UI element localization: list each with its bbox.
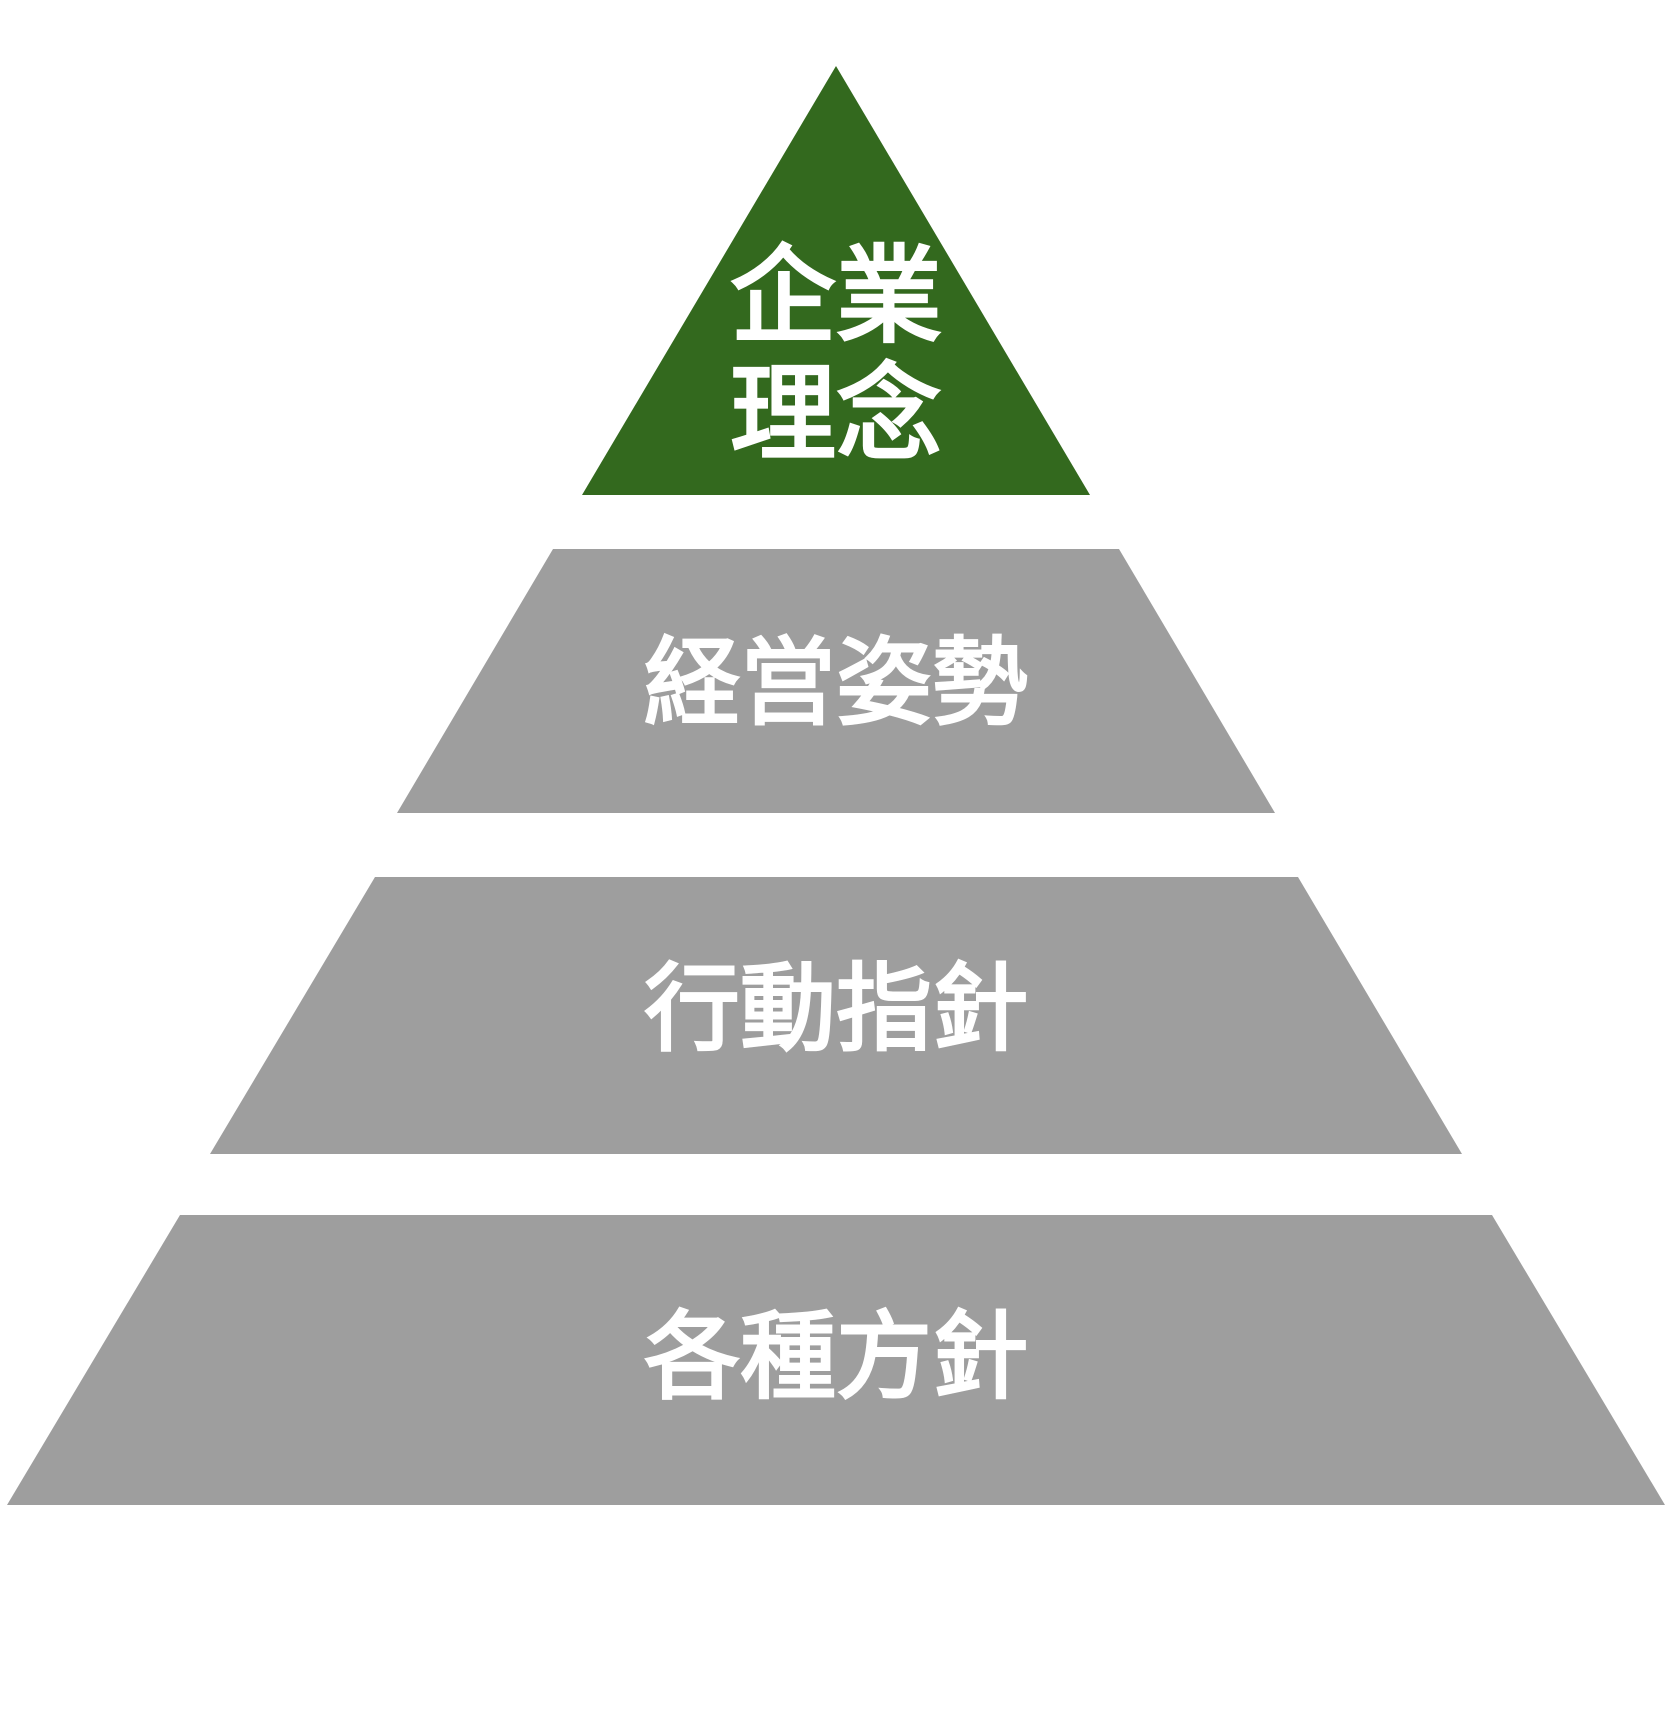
tier-2-label: 経営姿勢 <box>644 627 1028 739</box>
pyramid-tier-2-shape <box>397 549 1275 813</box>
tier-4-label: 各種方針 <box>644 1301 1028 1413</box>
tier-1-label-line-1: 企業 <box>730 235 942 358</box>
pyramid-tier-4-shape <box>7 1215 1665 1505</box>
tier-1-label: 企業 理念 <box>716 238 956 474</box>
tier-1-label-line-2: 理念 <box>730 353 942 476</box>
pyramid-tier-3-shape <box>210 877 1462 1154</box>
tier-3-label: 行動指針 <box>644 953 1028 1065</box>
pyramid-tier-1-shape <box>582 66 1090 495</box>
